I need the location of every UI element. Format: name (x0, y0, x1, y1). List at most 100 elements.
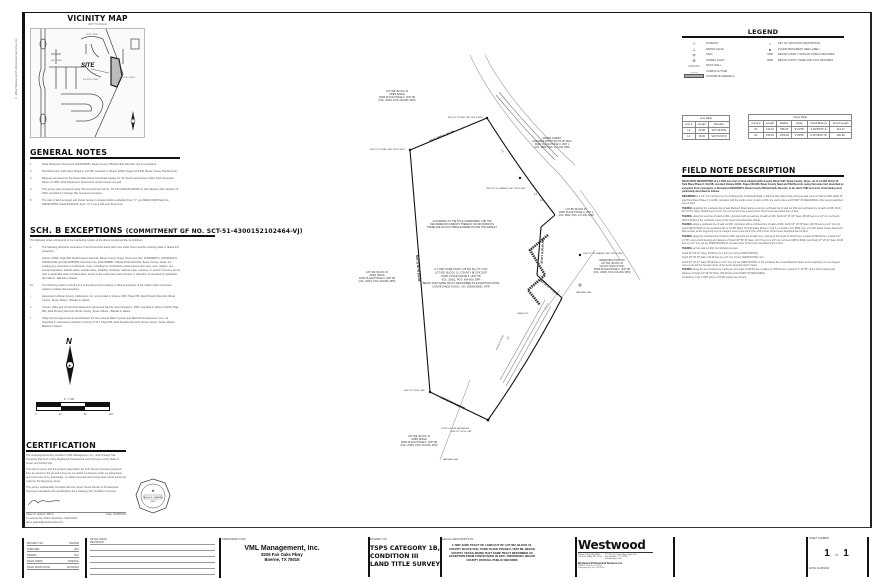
website-link[interactable]: westwoodps.com (604, 558, 622, 560)
svg-text:REMAINING PORTION: REMAINING PORTION (599, 259, 624, 262)
svg-text:NATURAL GAS: NATURAL GAS (576, 291, 592, 294)
legend-set-iron-rod: ○SET 1/2" IRON ROD (WESTWOOD) (762, 41, 844, 47)
svg-text:C1: C1 (500, 149, 505, 154)
sch-b-rule (30, 235, 215, 237)
exhibit-title-1: TSPS CATEGORY 1B, (370, 545, 440, 552)
certification-p1: The undersigned hereby certifies to VML … (26, 454, 119, 465)
drawn-row: DRAWN:DJC (27, 553, 79, 558)
exhibit-title-3: LAND TITLE SURVEY (370, 561, 441, 568)
north-arrow-icon: N ★ (65, 337, 74, 386)
svg-text:S05°09'30"E 115.29': S05°09'30"E 115.29' (540, 238, 545, 265)
svg-text:N63°19'05"E 136.39': N63°19'05"E 136.39' (429, 129, 455, 143)
legend-sign: ╤SIGN (682, 52, 762, 58)
svg-text:(VOL. 20001, PGS. 604-606, DPR: (VOL. 20001, PGS. 604-606, DPR) (400, 444, 437, 447)
field-notes-title: FIELD NOTE DESCRIPTION (682, 166, 796, 175)
certification-p2: This plat of survey and the property des… (26, 468, 126, 483)
tb-divider (368, 537, 370, 577)
svg-text:OPEN SPACE: OPEN SPACE (369, 274, 385, 277)
sch-b-section: SCH. B EXCEPTIONS (COMMITMENT GF NO. SCT… (30, 226, 303, 332)
tb-divider (806, 537, 808, 577)
tb-divider (575, 537, 577, 577)
sheet-number: 1 (824, 548, 830, 559)
svg-text:(VOL. 20001, PGS. 604-606, DPR: (VOL. 20001, PGS. 604-606, DPR) (358, 280, 395, 283)
rock-wall-icon: ▭▭▭ (688, 63, 700, 69)
svg-text:N63°31'51"W 119.98': N63°31'51"W 119.98' (440, 395, 466, 410)
svg-text:THERE ARE NO PLOTTABLE EASEMEN: THERE ARE NO PLOTTABLE EASEMENTS FOR THE… (427, 226, 498, 229)
svg-text:POINT OF THE BEGINNING: POINT OF THE BEGINNING (441, 428, 469, 430)
general-notes-rule (30, 157, 180, 159)
sch-b-intro: The following notes correspond to the nu… (30, 239, 144, 242)
svg-text:S63°18'27"E 55.18': S63°18'27"E 55.18' (538, 278, 560, 297)
street-label-big-wolf: BIG WOLF CREEK (83, 79, 99, 81)
initial-issue-label: INITIAL ISSUE (90, 538, 107, 541)
field-notes-body: FIELD NOTE DESCRIPTION of a 1.7987 acre … (682, 180, 844, 280)
signer-email: jason.gabriel@westwoodps.com (26, 521, 64, 524)
note-item: 2.Plat Reference: Park Place Phase II, U… (30, 170, 178, 173)
legend-street-light: ⊚STREET LIGHT (682, 58, 762, 64)
certification-title: CERTIFICATION (26, 441, 96, 450)
svg-text:FND 1/2" IR ORANGE CAP "RPLS 5: FND 1/2" IR ORANGE CAP "RPLS 5942" (583, 252, 623, 255)
note-item: 5.The tract of land surveyed and shown h… (30, 199, 169, 206)
client-address-1: 8205 Fair Oaks Pkwy (261, 552, 303, 557)
scale-bar (36, 402, 110, 412)
vicinity-map: SITE RIVER CREST FALL CREEK BIG WOLF CRE… (30, 28, 145, 138)
legend-hydrant: ⊹HYDRANT (682, 41, 762, 47)
legend-section: LEGEND ⊹HYDRANT ⊥WATER VALVE ╤SIGN ⊚STRE… (682, 28, 844, 80)
sidewalk-icon (682, 74, 706, 79)
exception-item: l.Utility Service Agreement by and betwe… (30, 317, 176, 328)
legend-water-valve: ⊥WATER VALVE (682, 47, 762, 53)
sheet-total: 1 (843, 548, 849, 559)
vicinity-map-section: VICINITY MAP (NOT TO SCALE) (30, 14, 145, 26)
svg-text:JASON R. GABRIEL: JASON R. GABRIEL (143, 496, 164, 499)
exhibit-label: EXHIBIT OF: (370, 537, 388, 541)
signature (27, 500, 61, 506)
sheet-number-block: SHEET NUMBER: 1 OF 1 DATE: 01/28/2022 (809, 537, 864, 577)
exception-item: k.Access, Utility and Construction Easem… (30, 306, 179, 313)
legend-found-monument: ●FOUND MONUMENT (SEE LABEL) (762, 47, 844, 53)
vicinity-map-title: VICINITY MAP (67, 14, 128, 23)
svg-text:COUNTY BLOCK 5197: COUNTY BLOCK 5197 (600, 265, 625, 268)
svg-text:PARK PLACE PHASE II, UNIT 6B: PARK PLACE PHASE II, UNIT 6B (359, 277, 395, 280)
svg-text:(VOL. 9562, PGS. 147-148, DPR): (VOL. 9562, PGS. 147-148, DPR) (534, 146, 570, 149)
phone: (210) 265-8300 (584, 554, 600, 556)
vicinity-map-drawing (38, 28, 140, 138)
revisions-label: REVISIONS: (90, 541, 215, 545)
revisions-block: INITIAL ISSUE REVISIONS: (90, 538, 215, 575)
svg-text:(VOL. 9562, PGS. 147-148, DPR): (VOL. 9562, PGS. 147-148, DPR) (558, 214, 594, 217)
legend-curb: ——CURB & GUTTER (682, 69, 762, 75)
client-address-2: Boerne, TX 78015 (264, 557, 300, 562)
hydrant-icon: ⊹ (692, 41, 696, 47)
project-no-row: PROJECT NO.0042530 (27, 541, 79, 546)
curb-icon: —— (690, 68, 698, 74)
street-label-fall-creek: FALL CREEK (51, 60, 62, 62)
svg-text:PARK PLACE PHASE II, UNIT 1: PARK PLACE PHASE II, UNIT 1 (559, 211, 594, 214)
svg-text:L1: L1 (534, 192, 537, 196)
note-item: 3.Bearings are based on the Texas State … (30, 177, 174, 184)
svg-text:N04°33'00"W 283.96': N04°33'00"W 283.96' (415, 255, 421, 283)
svg-text:CONVEYANCE IN DOC. NO. 2020003: CONVEYANCE IN DOC. NO. 20200030051, OPR (432, 285, 490, 289)
svg-text:PARK PLACE PHASE II, UNIT 6B: PARK PLACE PHASE II, UNIT 6B (401, 441, 437, 444)
scale-ticks: 0 40 80 120 (35, 413, 113, 416)
field-crew-row: FIELD CREW:BORA/AL (27, 559, 79, 564)
surveyor-seal: ★ JASON R. GABRIEL 6240 (135, 478, 171, 514)
westwood-block: Westwood Phone (210) 265-8300 Toll Free … (578, 538, 653, 569)
survey-drawing: LOT 906, BLOCK 15 OPEN SPACE PARK PLACE … (358, 54, 641, 461)
street-label-river-crest: RIVER CREST (86, 34, 99, 36)
tb-divider (85, 538, 87, 578)
svg-text:★: ★ (151, 488, 155, 493)
legend-sidewalk: CONCRETE SIDEWALK (682, 74, 762, 80)
sch-b-list: 1.The following restrictive covenants of… (30, 246, 180, 329)
note-item: 1.Deed Reference: Document 20200030051, … (30, 163, 157, 166)
exhibit-block: EXHIBIT OF: TSPS CATEGORY 1B, CONDITION … (370, 537, 440, 569)
prepared-for-label: PREPARED FOR: (222, 537, 247, 541)
sheet-number-label: SHEET NUMBER: (809, 537, 830, 540)
legend-rule (682, 36, 844, 38)
tb-divider (867, 537, 869, 577)
found-monument-icon: ● (768, 46, 772, 52)
tb-divider (440, 537, 442, 577)
signer-name: Jason R. Gabriel, RPLS (26, 513, 54, 516)
certification-date: Date: 01/28/2022 (106, 513, 126, 516)
